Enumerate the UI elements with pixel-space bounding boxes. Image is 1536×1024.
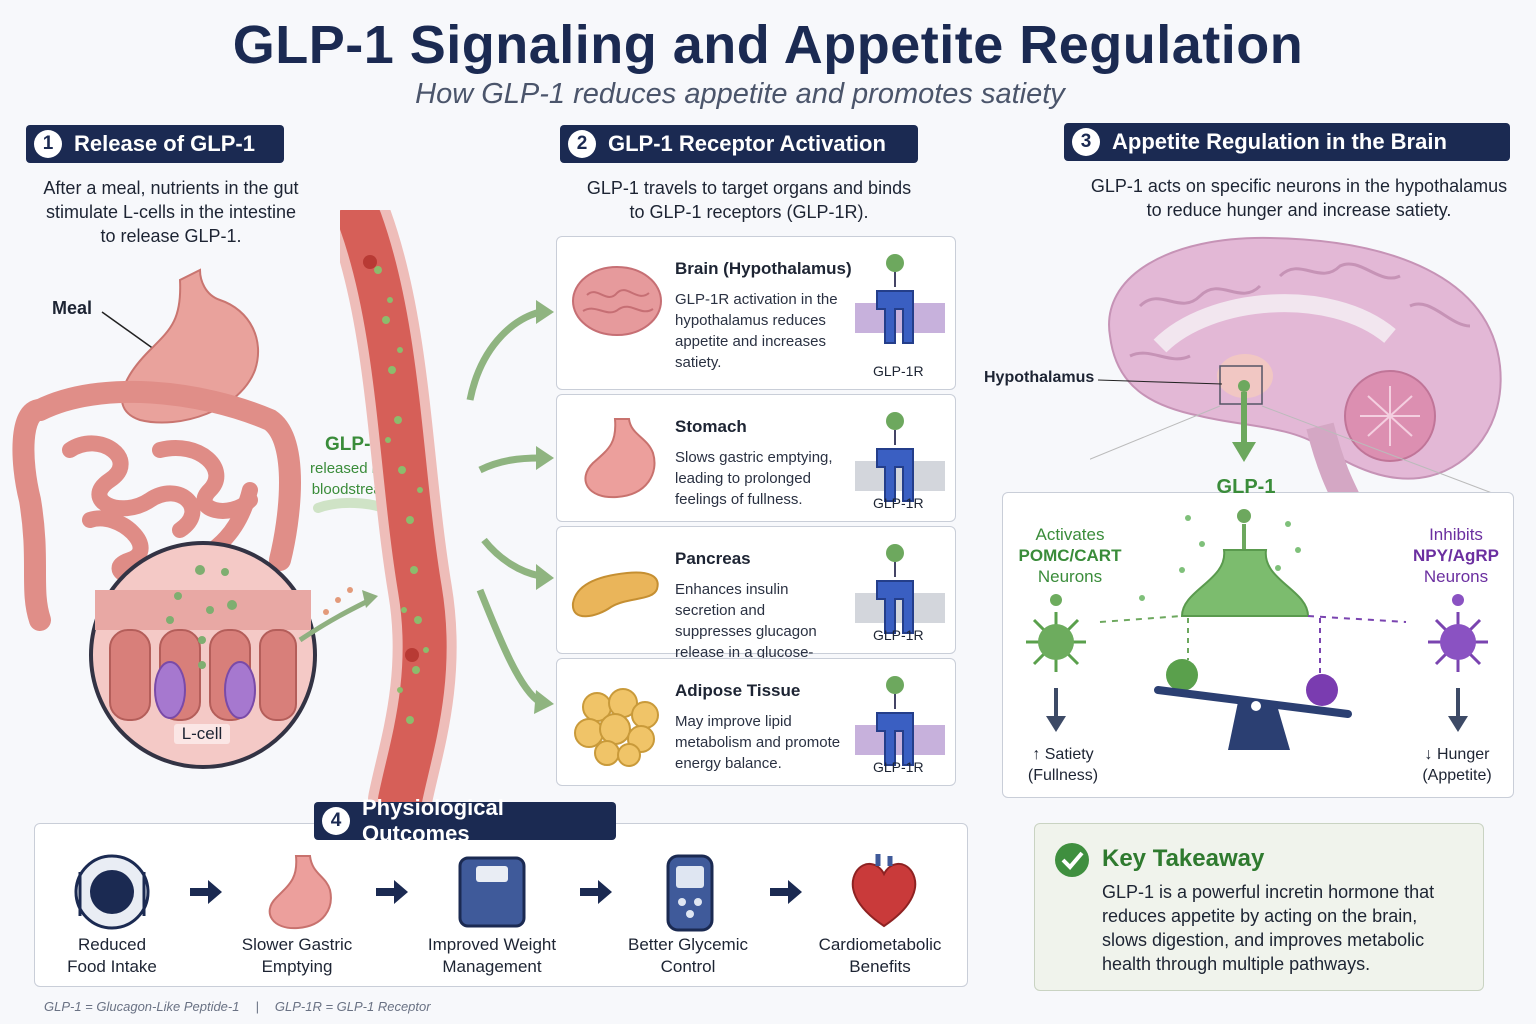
outcome-line1: Improved Weight bbox=[427, 935, 557, 954]
glucometer-icon bbox=[666, 854, 714, 932]
outcome-item: Slower Gastric Emptying bbox=[212, 934, 382, 978]
pomc-neuron bbox=[1026, 594, 1086, 672]
receptor-icon bbox=[855, 254, 945, 344]
inhibits-verb: Inhibits bbox=[1429, 525, 1483, 544]
section-2-number: 2 bbox=[568, 130, 596, 158]
section-3-header: 3 Appetite Regulation in the Brain bbox=[1064, 123, 1510, 161]
key-takeaway-title: Key Takeaway bbox=[1102, 845, 1265, 872]
arrow-right-icon bbox=[376, 880, 408, 904]
activates-verb: Activates bbox=[1035, 525, 1105, 544]
footnote: GLP-1 = Glucagon-Like Peptide-1 | GLP-1R… bbox=[44, 999, 431, 1014]
satiety-line1: ↑ Satiety bbox=[1032, 746, 1094, 763]
outcome-line1: Better Glycemic bbox=[628, 935, 748, 954]
section-2-title: GLP-1 Receptor Activation bbox=[608, 131, 886, 156]
footnote-separator: | bbox=[255, 999, 259, 1014]
organ-title: Brain (Hypothalamus) bbox=[675, 259, 852, 278]
activates-label: Activates POMC/CART Neurons bbox=[1010, 524, 1130, 587]
organ-card-pancreas: Pancreas Enhances insulin secretion and … bbox=[556, 526, 956, 682]
meal-label: Meal bbox=[52, 298, 93, 318]
brain-illustration bbox=[1090, 236, 1502, 506]
organ-arrows bbox=[466, 300, 554, 714]
organ-card-adipose: Adipose Tissue May improve lipid metabol… bbox=[556, 658, 956, 786]
stomach-icon bbox=[268, 855, 332, 930]
glp1-release-label: GLP-1 bbox=[325, 434, 381, 455]
outcome-line1: Reduced bbox=[77, 935, 147, 954]
section-4-header: 4 Physiological Outcomes bbox=[314, 795, 616, 846]
outcome-item: Reduced Food Intake bbox=[27, 934, 197, 978]
outcome-line1: Slower Gastric bbox=[241, 935, 353, 954]
section-4-number: 4 bbox=[322, 807, 350, 835]
section-4-title: Physiological Outcomes bbox=[362, 795, 504, 846]
brain-icon bbox=[572, 266, 662, 336]
receptor-label: GLP-1R bbox=[873, 759, 924, 775]
arrow-right-icon bbox=[770, 880, 802, 904]
npy-neuron bbox=[1428, 594, 1488, 672]
hunger-label: ↓ Hunger (Appetite) bbox=[1404, 744, 1510, 786]
section-2-header: 2 GLP-1 Receptor Activation bbox=[560, 125, 918, 163]
outcome-line2: Benefits bbox=[849, 957, 911, 976]
section-3-description: GLP-1 acts on specific neurons in the hy… bbox=[1090, 176, 1508, 220]
section-1-description: After a meal, nutrients in the gut stimu… bbox=[43, 178, 299, 246]
receptor-label: GLP-1R bbox=[873, 363, 924, 379]
heart-icon bbox=[851, 854, 917, 928]
footnote-glp1r: GLP-1R = GLP-1 Receptor bbox=[274, 999, 431, 1014]
gut-illustration bbox=[12, 268, 395, 769]
section-3-title: Appetite Regulation in the Brain bbox=[1112, 129, 1447, 154]
hunger-line1: ↓ Hunger bbox=[1424, 746, 1490, 763]
footnote-glp1: GLP-1 = Glucagon-Like Peptide-1 bbox=[44, 999, 240, 1014]
page-subtitle: How GLP-1 reduces appetite and promotes … bbox=[415, 78, 1065, 110]
outcome-item: Better Glycemic Control bbox=[603, 934, 773, 978]
satiety-line2: (Fullness) bbox=[1027, 767, 1099, 784]
arrow-right-icon bbox=[580, 880, 612, 904]
organ-card-stomach: Stomach Slows gastric emptying, leading … bbox=[556, 394, 956, 522]
scale-icon bbox=[458, 856, 526, 928]
organ-text: May improve lipid metabolism and promote… bbox=[675, 713, 841, 772]
organ-title: Stomach bbox=[675, 417, 747, 436]
outcome-line2: Management bbox=[442, 957, 542, 976]
section-2-description: GLP-1 travels to target organs and binds… bbox=[586, 178, 912, 222]
section-1-header: 1 Release of GLP-1 bbox=[26, 125, 284, 163]
outcome-line1: Cardiometabolic bbox=[818, 935, 942, 954]
hunger-line2: (Appetite) bbox=[1422, 767, 1492, 784]
pancreas-icon bbox=[571, 571, 659, 618]
receptor-icon bbox=[855, 544, 945, 634]
inhibits-label: Inhibits NPY/AgRP Neurons bbox=[1396, 524, 1516, 587]
receptor-icon bbox=[855, 412, 945, 502]
key-takeaway-panel bbox=[1034, 823, 1484, 991]
neuron-balance-diagram bbox=[1026, 509, 1488, 750]
organ-text: Slows gastric emptying, leading to prolo… bbox=[675, 449, 833, 508]
organ-title: Adipose Tissue bbox=[675, 681, 801, 700]
section-3-number: 3 bbox=[1072, 128, 1100, 156]
inhibits-unit: Neurons bbox=[1423, 567, 1489, 586]
page-title: GLP-1 Signaling and Appetite Regulation bbox=[232, 15, 1304, 75]
receptor-icon bbox=[855, 676, 945, 766]
outcome-item: Cardiometabolic Benefits bbox=[795, 934, 965, 978]
organ-card-brain: Brain (Hypothalamus) GLP-1R activation i… bbox=[556, 236, 956, 390]
blood-vessel bbox=[340, 210, 457, 810]
outcome-line2: Emptying bbox=[261, 957, 333, 976]
section-1-number: 1 bbox=[34, 130, 62, 158]
plate-icon bbox=[74, 854, 150, 930]
activates-name: POMC/CART bbox=[1018, 546, 1122, 565]
key-takeaway-text: GLP-1 is a powerful incretin hormone tha… bbox=[1102, 882, 1435, 974]
hypothalamus-label: Hypothalamus bbox=[984, 369, 1095, 386]
stomach-icon bbox=[584, 418, 656, 499]
checkmark-icon bbox=[1055, 843, 1089, 877]
receptor-label: GLP-1R bbox=[873, 495, 924, 511]
inhibits-name: NPY/AgRP bbox=[1413, 546, 1499, 565]
satiety-label: ↑ Satiety (Fullness) bbox=[1010, 744, 1116, 786]
outcome-line2: Control bbox=[660, 957, 716, 976]
receptor-label: GLP-1R bbox=[873, 627, 924, 643]
outcome-line2: Food Intake bbox=[67, 957, 157, 976]
section-1-title: Release of GLP-1 bbox=[74, 131, 255, 156]
organ-text: GLP-1R activation in the hypothalamus re… bbox=[675, 291, 838, 371]
brain-glp1-label: GLP-1 bbox=[1216, 476, 1276, 498]
activates-unit: Neurons bbox=[1037, 567, 1103, 586]
arrow-right-icon bbox=[190, 880, 222, 904]
lcell-label: L-cell bbox=[174, 724, 230, 744]
adipose-icon bbox=[574, 688, 659, 767]
organ-title: Pancreas bbox=[675, 549, 751, 568]
outcome-item: Improved Weight Management bbox=[407, 934, 577, 978]
